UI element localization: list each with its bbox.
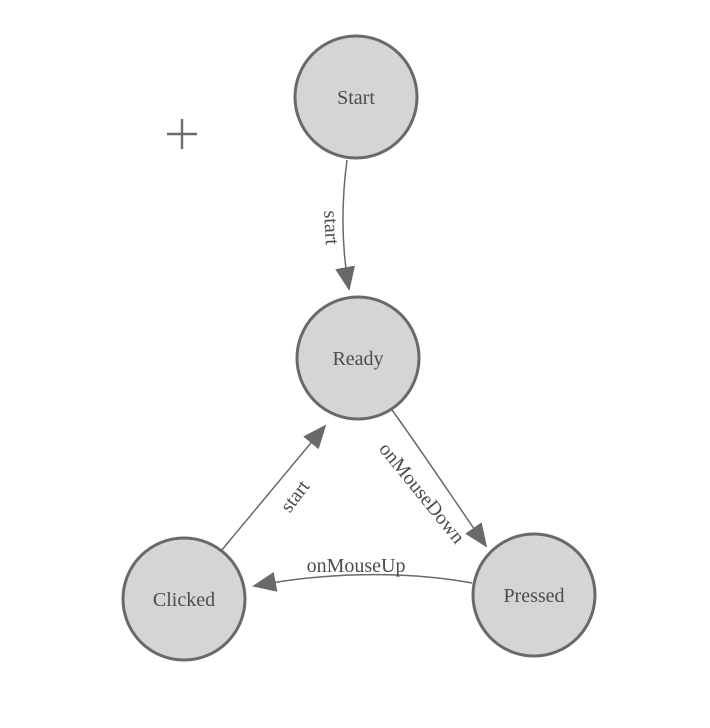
- edge-clicked-to-ready-path[interactable]: [220, 424, 327, 552]
- state-circle-start[interactable]: [293, 34, 419, 160]
- edge-label-onmousedown: onMouseDown: [374, 438, 469, 548]
- state-label-ready: Ready: [332, 348, 383, 370]
- edge-start-to-ready-path[interactable]: [335, 159, 355, 291]
- state-node-pressed[interactable]: Pressed: [471, 532, 597, 658]
- state-circle-ready[interactable]: [295, 295, 421, 421]
- edge-pressed-to-clicked[interactable]: onMouseUp: [252, 555, 473, 592]
- state-circle-pressed[interactable]: [471, 532, 597, 658]
- edge-label-onmouseup: onMouseUp: [307, 555, 406, 577]
- state-label-pressed: Pressed: [503, 585, 564, 607]
- edge-ready-to-pressed[interactable]: onMouseDown: [374, 409, 488, 548]
- state-node-start[interactable]: Start: [293, 34, 419, 160]
- edge-pressed-to-clicked-path[interactable]: [252, 572, 473, 592]
- state-label-clicked: Clicked: [153, 589, 215, 611]
- edge-start-to-ready[interactable]: start: [319, 159, 355, 291]
- state-circle-clicked[interactable]: [121, 536, 247, 662]
- state-node-ready[interactable]: Ready: [295, 295, 421, 421]
- state-node-clicked[interactable]: Clicked: [121, 536, 247, 662]
- state-label-start: Start: [337, 87, 375, 109]
- edge-ready-to-pressed-path[interactable]: [391, 409, 488, 548]
- plus-icon[interactable]: [167, 119, 197, 149]
- edge-label-start-top: start: [319, 210, 343, 246]
- edge-label-start-bottom: start: [276, 476, 315, 517]
- edge-clicked-to-ready[interactable]: start: [220, 424, 327, 552]
